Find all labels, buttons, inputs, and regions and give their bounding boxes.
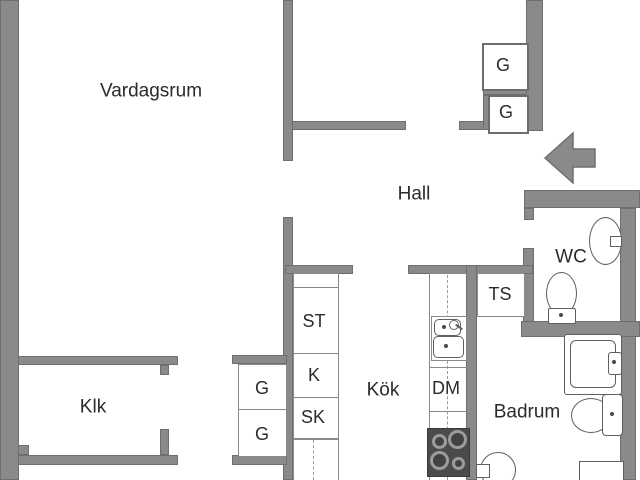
kitchen-counter-centerline bbox=[447, 275, 448, 480]
room-label-wc: WC bbox=[555, 246, 587, 268]
wc-left-wall bbox=[523, 248, 534, 322]
hall-top-wall-stub bbox=[459, 121, 490, 130]
closet-label-ts: TS bbox=[488, 284, 512, 304]
closet-g2-left-wall bbox=[483, 95, 490, 130]
exterior-wall-top-right bbox=[526, 0, 543, 131]
dishwasher-dm-box bbox=[429, 367, 468, 412]
closet-label-g3: G bbox=[254, 378, 270, 398]
kitchen-column-centerline bbox=[313, 440, 314, 480]
stove-burner-icon bbox=[430, 451, 449, 470]
closet-label-g1: G bbox=[495, 55, 511, 75]
wc-top-wall bbox=[524, 190, 640, 208]
closet-g-divider-wall bbox=[483, 87, 527, 95]
bathtub-partial bbox=[579, 461, 624, 480]
stove bbox=[427, 428, 470, 477]
kitchen-sink-drain-top bbox=[442, 325, 446, 329]
livingroom-right-wall-upper bbox=[283, 0, 293, 161]
hall-top-wall bbox=[292, 121, 406, 130]
room-label-kitchen: Kök bbox=[366, 379, 400, 401]
wardrobe-g4-box bbox=[238, 409, 287, 457]
entrance-arrow-icon bbox=[543, 131, 597, 185]
wardrobe-g1-box bbox=[482, 43, 529, 91]
closet-label-st: ST bbox=[302, 311, 326, 331]
bathroom-washbasin-faucet bbox=[476, 464, 490, 478]
klk-doorjamb-upper bbox=[160, 365, 169, 375]
closet-label-sk: SK bbox=[300, 407, 326, 427]
exterior-wall-left bbox=[0, 0, 19, 480]
fridge-k-box bbox=[293, 353, 339, 399]
klk-top-wall bbox=[18, 356, 178, 365]
klk-doorjamb-lower bbox=[160, 429, 169, 455]
kitchen-sink-basin-bottom bbox=[433, 336, 464, 358]
room-label-klk: Klk bbox=[79, 396, 107, 418]
wc-toilet-button bbox=[559, 313, 563, 317]
cleaning-cabinet-st-box bbox=[293, 287, 339, 355]
drying-cabinet-ts-box bbox=[477, 273, 525, 317]
closet-label-k: K bbox=[307, 365, 321, 385]
wc-bathroom-divider-wall bbox=[521, 321, 640, 337]
room-label-hall: Hall bbox=[397, 183, 431, 205]
room-label-livingroom: Vardagsrum bbox=[99, 80, 203, 102]
kitchen-bathroom-divider-wall bbox=[466, 265, 477, 480]
wc-doorjamb-upper bbox=[524, 208, 534, 220]
kitchen-top-wall-left bbox=[285, 265, 353, 274]
wc-sink-faucet bbox=[610, 236, 622, 247]
room-label-bathroom: Badrum bbox=[493, 401, 561, 423]
stove-burner-icon bbox=[452, 457, 465, 470]
exterior-wall-right bbox=[620, 208, 636, 480]
closet-g-left-top-wall bbox=[232, 355, 287, 364]
shower-mixer-knob bbox=[612, 360, 616, 364]
closet-g-left-bottom-wall bbox=[232, 455, 287, 465]
klk-left-wall-step bbox=[18, 445, 29, 455]
livingroom-right-wall-lower bbox=[283, 217, 293, 480]
wardrobe-g2-box bbox=[488, 95, 529, 134]
bathroom-toilet-button bbox=[610, 412, 614, 416]
stove-burner-icon bbox=[448, 430, 467, 449]
kitchen-cabinet-bottom-box bbox=[293, 438, 339, 480]
kitchen-sink-drain-bottom bbox=[444, 344, 448, 348]
klk-bottom-wall bbox=[18, 455, 178, 465]
pantry-sk-box bbox=[293, 397, 339, 440]
stove-burner-icon bbox=[432, 434, 447, 449]
wardrobe-g3-box bbox=[238, 364, 287, 412]
closet-label-dm: DM bbox=[432, 378, 460, 398]
closet-label-g4: G bbox=[254, 424, 270, 444]
closet-label-g2: G bbox=[498, 102, 514, 122]
